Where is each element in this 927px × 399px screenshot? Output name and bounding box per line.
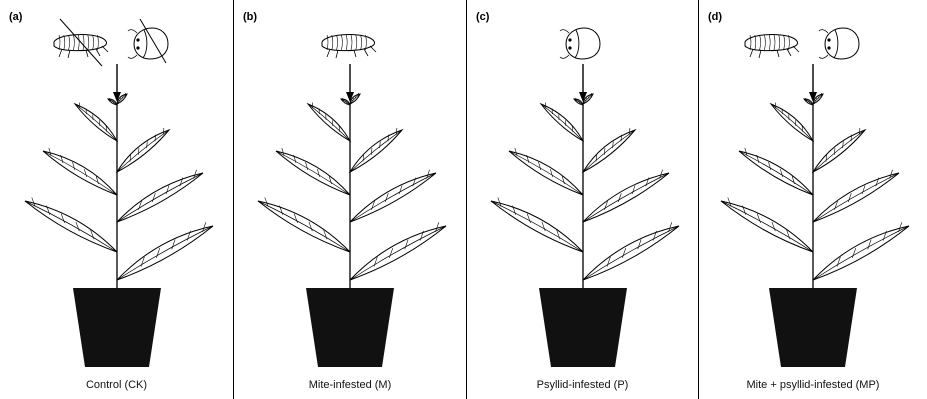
plant-icon (258, 93, 446, 288)
panel-d-illustration (699, 0, 927, 399)
mite-icon (54, 35, 108, 58)
down-arrow-icon (346, 64, 354, 102)
panel-caption: Psyllid-infested (P) (467, 379, 698, 391)
down-arrow-icon (113, 64, 121, 102)
panel-caption: Mite-infested (M) (234, 379, 466, 391)
pot-icon (73, 288, 161, 367)
panel-a-illustration (0, 0, 233, 399)
pot-icon (769, 288, 857, 367)
down-arrow-icon (579, 64, 587, 102)
mite-icon (745, 35, 799, 58)
plant-icon (25, 93, 213, 288)
psyllid-icon (560, 28, 600, 59)
psyllid-icon (819, 28, 859, 59)
panel-caption: Control (CK) (0, 379, 233, 391)
plant-icon (721, 93, 909, 288)
panel-c-illustration (467, 0, 698, 399)
mite-icon (322, 35, 376, 58)
panel-c: (c) Psyllid-infested (P) (467, 0, 698, 399)
panel-b-illustration (234, 0, 466, 399)
pot-icon (306, 288, 394, 367)
panel-a: (a) Control (CK) (0, 0, 233, 399)
panel-d: (d) Mite + psyllid-infested (MP) (699, 0, 927, 399)
panel-b: (b) Mite-infested (M) (234, 0, 466, 399)
down-arrow-icon (809, 64, 817, 102)
pot-icon (539, 288, 627, 367)
plant-icon (491, 93, 679, 288)
panel-caption: Mite + psyllid-infested (MP) (699, 379, 927, 391)
